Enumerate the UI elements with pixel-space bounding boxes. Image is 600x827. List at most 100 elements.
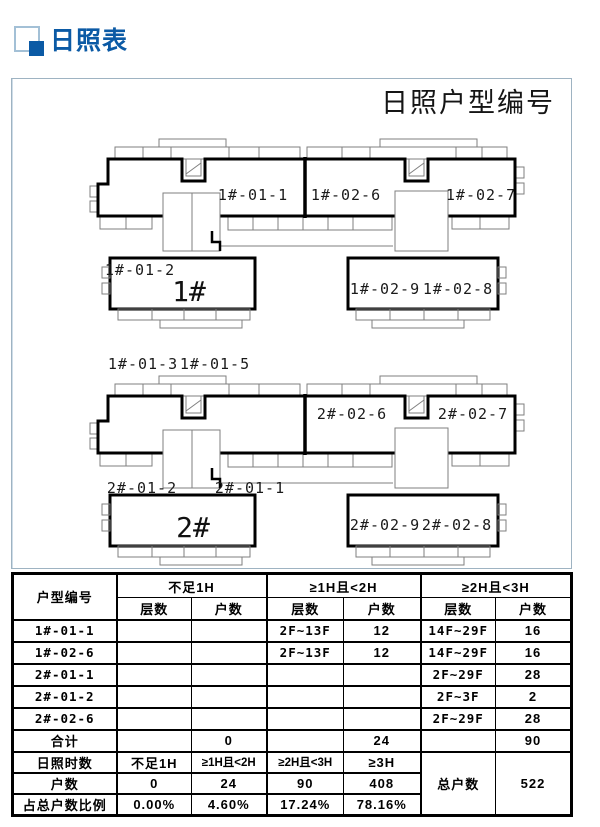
page-title: 日照表 [50, 27, 129, 55]
units-cell: 12 [343, 640, 421, 664]
plan-title: 日照户型编号 [381, 88, 555, 118]
header-row-sub: 层数 户数 层数 户数 层数 户数 [13, 597, 572, 620]
units-cell [343, 662, 421, 686]
grand-total-value-cell: 522 [495, 750, 572, 816]
group-header-cell: ≥1H且<2H [265, 573, 421, 598]
floors-cell [115, 728, 192, 752]
building-1-plan: 1#-01-1 1#-02-6 1#-02-7 1#-01-2 1# 1#-02… [89, 138, 525, 329]
floor-plan-drawing: 1#-01-1 1#-02-6 1#-02-7 1#-01-2 1# 1#-02… [89, 138, 525, 566]
units-cell [191, 662, 267, 686]
building-1-number: 1# [172, 275, 206, 308]
unit-label-2-02-9: 2#-02-9 [350, 516, 420, 534]
sub-header-cell: 户数 [343, 597, 421, 620]
floors-cell: 2F~3F [419, 684, 496, 708]
header-row-groups: 户型编号 不足1H ≥1H且<2H ≥2H且<3H [12, 573, 572, 620]
units-cell [191, 618, 267, 642]
table-row: 2#-01-1 2F~29F 28 [12, 662, 572, 686]
percentage-row: 占总户数比例 0.00% 4.60% 17.24% 78.16% [12, 792, 572, 816]
table-row: 2#-01-2 2F~3F 2 [12, 684, 572, 708]
units-cell: 28 [495, 662, 572, 686]
unit-code-cell: 1#-02-6 [12, 640, 117, 664]
floors-cell [115, 684, 192, 708]
unit-code-cell: 2#-02-6 [12, 706, 117, 730]
hours-range-cell: ≥1H且<2H [191, 750, 267, 773]
table-row: 1#-01-1 2F~13F 12 14F~29F 16 [12, 618, 572, 642]
floors-cell: 2F~13F [265, 618, 344, 642]
units-cell [191, 706, 267, 730]
pct-cell: 17.24% [265, 792, 344, 816]
floors-cell [419, 728, 496, 752]
group-header-cell: ≥2H且<3H [419, 573, 572, 598]
building-2-number: 2# [176, 511, 210, 544]
floors-cell: 14F~29F [419, 640, 496, 664]
unit-label-2-02-8: 2#-02-8 [422, 516, 492, 534]
corner-header-cell: 户型编号 [12, 573, 117, 620]
floors-cell: 2F~29F [419, 706, 496, 730]
floors-cell [265, 706, 344, 730]
hours-range-cell: 不足1H [115, 750, 192, 773]
unit-label-1-01-2: 1#-01-2 [105, 261, 175, 279]
floors-cell: 2F~13F [265, 640, 344, 664]
pct-cell: 0.00% [115, 792, 192, 816]
units-cell [343, 684, 421, 708]
unit-label-1-01-1: 1#-01-1 [218, 186, 288, 204]
pct-cell: 4.60% [191, 792, 267, 816]
floors-cell [115, 662, 192, 686]
count-cell: 0 [115, 771, 192, 794]
floors-cell: 14F~29F [419, 618, 496, 642]
sub-header-cell: 层数 [265, 597, 344, 620]
units-cell: 90 [495, 728, 572, 752]
table-row: 2#-02-6 2F~29F 28 [12, 706, 572, 730]
section-bullet-icon [14, 26, 44, 56]
hours-range-cell: ≥2H且<3H [265, 750, 344, 773]
floors-cell: 2F~29F [419, 662, 496, 686]
units-cell: 0 [191, 728, 267, 752]
unit-label-1-02-7: 1#-02-7 [446, 186, 516, 204]
units-cell: 16 [495, 640, 572, 664]
floors-cell [115, 706, 192, 730]
site-plan-panel: 日照户型编号 [11, 78, 572, 569]
group-header-cell: 不足1H [115, 573, 267, 598]
sub-header-cell: 层数 [419, 597, 496, 620]
units-cell: 24 [343, 728, 421, 752]
section-bullet-inner-square [29, 41, 44, 56]
building-2-plan: 2#-02-6 2#-02-7 2#-01-2 2#-01-1 2# 2#-02… [89, 375, 525, 566]
units-cell [343, 706, 421, 730]
unit-code-cell: 2#-01-2 [12, 684, 117, 708]
count-cell: 408 [343, 771, 421, 794]
units-cell: 2 [495, 684, 572, 708]
pct-label-cell: 占总户数比例 [12, 792, 117, 816]
hours-range-cell: ≥3H [343, 750, 421, 773]
units-cell [191, 640, 267, 664]
grand-total-label-cell: 总户数 [419, 750, 496, 816]
floors-cell [265, 662, 344, 686]
floors-cell [265, 728, 344, 752]
unit-label-2-01-1: 2#-01-1 [215, 479, 285, 497]
unit-code-cell: 2#-01-1 [12, 662, 117, 686]
unit-label-1-01-3: 1#-01-3 [108, 355, 178, 373]
unit-label-2-02-7: 2#-02-7 [438, 405, 508, 423]
sunshine-statistics-table: 户型编号 不足1H ≥1H且<2H ≥2H且<3H 层数 户数 层数 户数 层数… [11, 572, 573, 817]
unit-label-2-02-6: 2#-02-6 [317, 405, 387, 423]
units-cell: 28 [495, 706, 572, 730]
unit-label-1-01-5: 1#-01-5 [180, 355, 250, 373]
sub-header-cell: 层数 [115, 597, 192, 620]
count-cell: 24 [191, 771, 267, 794]
unit-label-1-02-9: 1#-02-9 [350, 280, 420, 298]
section-header: 日照表 [14, 26, 129, 56]
count-cell: 90 [265, 771, 344, 794]
floors-cell [265, 684, 344, 708]
sub-header-cell: 户数 [495, 597, 572, 620]
units-cell: 16 [495, 618, 572, 642]
total-label-cell: 合计 [12, 728, 117, 752]
count-label-cell: 户数 [12, 771, 117, 794]
unit-label-1-02-6: 1#-02-6 [311, 186, 381, 204]
floors-cell [115, 640, 192, 664]
units-cell [191, 684, 267, 708]
unit-code-cell: 1#-01-1 [12, 618, 117, 642]
unit-label-1-02-8: 1#-02-8 [423, 280, 493, 298]
pct-cell: 78.16% [343, 792, 421, 816]
sub-header-cell: 户数 [191, 597, 267, 620]
hours-header-row: 日照时数 不足1H ≥1H且<2H ≥2H且<3H ≥3H 总户数 522 [12, 750, 572, 816]
units-cell: 12 [343, 618, 421, 642]
